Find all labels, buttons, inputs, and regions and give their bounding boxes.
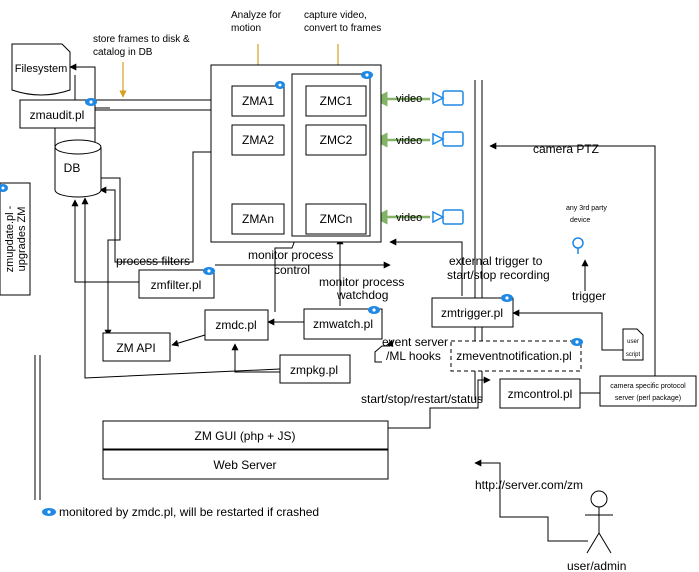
filesystem-label: Filesystem	[15, 63, 68, 75]
zmwatch-node: zmwatch.pl	[303, 308, 383, 340]
label-start-stop: start/stop/restart/status	[361, 392, 483, 406]
person-icon	[585, 490, 613, 554]
svg-text:ZMC2: ZMC2	[320, 133, 353, 147]
svg-text:ZM API: ZM API	[116, 341, 155, 355]
zmcontrol-node: zmcontrol.pl	[499, 378, 581, 409]
label-external-trigger-1: external trigger to	[449, 254, 543, 268]
zmdc-node: zmdc.pl	[204, 309, 269, 341]
zmc2-node: ZMC2	[305, 124, 367, 156]
label-video-2: video	[396, 135, 422, 147]
label-url: http://server.com/zm	[475, 478, 583, 492]
label-analyze-2: motion	[231, 23, 261, 34]
zmeventnotification-node: zmeventnotification.pl	[450, 340, 582, 372]
label-store-frames-1: store frames to disk &	[93, 34, 190, 45]
svg-text:ZMC1: ZMC1	[320, 94, 353, 108]
lightbulb-icon	[572, 237, 584, 254]
annotation-labels: store frames to disk & catalog in DB Ana…	[59, 10, 626, 572]
eye-icon	[368, 306, 380, 314]
label-monitor-control-2: control	[274, 263, 310, 277]
zmaudit-node: zmaudit.pl	[19, 99, 96, 129]
svg-text:ZMAn: ZMAn	[242, 212, 274, 226]
zmtrigger-node: zmtrigger.pl	[431, 297, 514, 328]
zmfilter-node: zmfilter.pl	[138, 269, 215, 299]
label-video-1: video	[396, 93, 422, 105]
zmupdate-node: zmupdate.pl - upgrades ZM	[0, 182, 31, 296]
svg-text:zmeventnotification.pl: zmeventnotification.pl	[456, 349, 571, 363]
camera-icon	[432, 209, 464, 225]
svg-text:ZM GUI (php + JS): ZM GUI (php + JS)	[194, 429, 295, 443]
zmcn-node: ZMCn	[305, 203, 367, 235]
zmaudit-label: zmaudit.pl	[30, 108, 85, 122]
svg-text:zmcontrol.pl: zmcontrol.pl	[508, 387, 573, 401]
eye-icon	[501, 294, 513, 302]
svg-text:ZMCn: ZMCn	[320, 212, 353, 226]
svg-text:zmtrigger.pl: zmtrigger.pl	[441, 306, 503, 320]
eye-icon	[361, 71, 373, 79]
label-video-3: video	[396, 212, 422, 224]
svg-text:user: user	[627, 339, 639, 345]
svg-text:ZMA2: ZMA2	[242, 133, 274, 147]
label-capture-1: capture video,	[304, 10, 367, 21]
legend-text: monitored by zmdc.pl, will be restarted …	[59, 505, 319, 519]
label-store-frames-2: catalog in DB	[93, 47, 153, 58]
filesystem-node: Filesystem	[11, 43, 71, 96]
eye-icon	[571, 338, 583, 346]
eye-icon	[0, 184, 8, 192]
label-camera-ptz: camera PTZ	[533, 142, 599, 156]
video-arrows	[372, 91, 430, 225]
zmapi-node: ZM API	[102, 332, 171, 362]
zmupdate-label-1: zmupdate.pl -	[4, 205, 16, 272]
zmpkg-node: zmpkg.pl	[279, 354, 351, 384]
label-third-party-1: any 3rd party	[566, 205, 607, 212]
label-process-filters: process filters	[116, 254, 190, 268]
svg-text:script: script	[626, 352, 641, 358]
zman-node: ZMAn	[231, 203, 285, 235]
svg-text:server (perl package): server (perl package)	[615, 395, 681, 402]
camera-icon	[432, 90, 464, 106]
label-analyze-1: Analyze for	[231, 10, 282, 21]
eye-icon	[203, 267, 215, 275]
webserver-node: Web Server	[102, 449, 389, 480]
svg-text:Web Server: Web Server	[213, 458, 276, 472]
label-event-server-2: /ML hooks	[386, 349, 441, 363]
label-capture-2: convert to frames	[304, 23, 381, 34]
svg-text:zmdc.pl: zmdc.pl	[215, 318, 256, 332]
svg-text:camera specific protocol: camera specific protocol	[610, 383, 686, 390]
zma2-node: ZMA2	[231, 124, 285, 156]
db-node: DB	[54, 139, 102, 198]
svg-text:ZMA1: ZMA1	[242, 94, 274, 108]
zmgui-node: ZM GUI (php + JS)	[102, 420, 389, 450]
label-third-party-2: device	[570, 217, 590, 224]
eye-icon	[42, 508, 56, 516]
label-external-trigger-2: start/stop recording	[447, 268, 550, 282]
svg-text:zmpkg.pl: zmpkg.pl	[290, 363, 338, 377]
label-trigger: trigger	[572, 289, 606, 303]
label-monitor-control-1: monitor process	[248, 248, 333, 262]
label-user-admin: user/admin	[567, 559, 626, 572]
label-monitor-watchdog-2: watchdog	[336, 288, 388, 302]
svg-text:zmfilter.pl: zmfilter.pl	[151, 278, 202, 292]
zmupdate-label-2: upgrades ZM	[16, 207, 28, 272]
zmc1-node: ZMC1	[305, 85, 367, 117]
camera-icon	[432, 131, 464, 147]
label-event-server-1: event server	[382, 335, 448, 349]
zma1-node: ZMA1	[231, 85, 285, 117]
user-script-node: user script	[622, 328, 644, 361]
svg-text:zmwatch.pl: zmwatch.pl	[313, 317, 373, 331]
label-monitor-watchdog-1: monitor process	[319, 275, 404, 289]
eye-icon	[85, 98, 97, 106]
db-label: DB	[64, 161, 81, 175]
protocol-server-node: camera specific protocol server (perl pa…	[599, 375, 697, 407]
eye-icon	[275, 81, 285, 89]
